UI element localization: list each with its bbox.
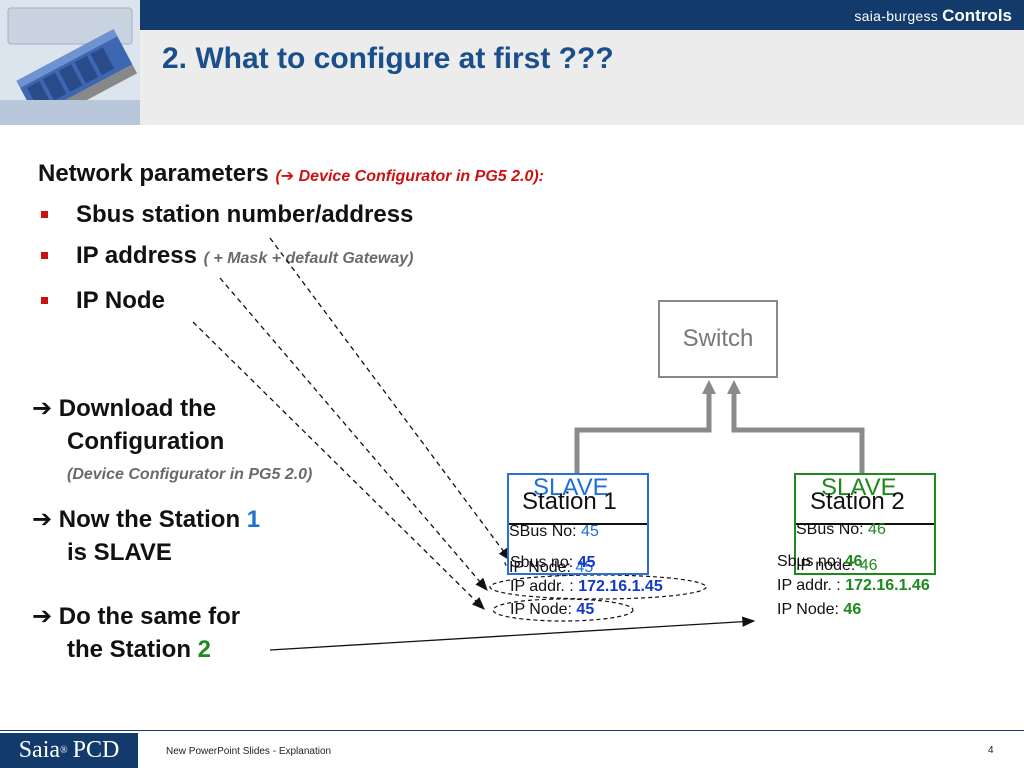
- pointer-ip-node: [192, 321, 485, 610]
- brand-big: Controls: [942, 6, 1012, 25]
- station2-name: Station 2: [810, 488, 905, 515]
- logo-right: PCD: [72, 737, 120, 763]
- logo-reg: ®: [60, 745, 68, 756]
- brand-small: saia-burgess: [854, 8, 939, 24]
- controller-hardware-image: [0, 0, 140, 125]
- switch-box: Switch: [658, 300, 778, 378]
- network-note: (➔ Device Configurator in PG5 2.0):: [275, 168, 544, 185]
- title-band: [140, 30, 1024, 125]
- station2-detail-ipnode: IP Node: 46: [777, 601, 861, 619]
- bullet-ip-node: IP Node: [76, 287, 165, 315]
- bullet-text: Sbus station number/address: [76, 201, 414, 228]
- page-number: 4: [988, 745, 994, 756]
- station2-ipnode: IP node: 46: [796, 557, 878, 575]
- ipnode-value: 46: [859, 557, 878, 574]
- footer-text: New PowerPoint Slides - Explanation: [166, 746, 332, 757]
- detail-label: IP addr. :: [510, 578, 574, 595]
- bullet-marker: [41, 211, 48, 218]
- station2-detail-sbus: Sbus no: 46: [777, 553, 862, 571]
- sbus-label: SBus No:: [796, 521, 864, 538]
- detail-label: Sbus no:: [510, 554, 574, 571]
- bullet-sbus: Sbus station number/address: [76, 201, 413, 229]
- step-same-line2: the Station 2: [67, 636, 211, 664]
- step-download-line2: Configuration: [67, 428, 225, 455]
- station1-box: [507, 473, 649, 575]
- station1-ipnode: IP Node: 45: [509, 559, 593, 577]
- station1-detail-ipnode: IP Node: 45: [510, 601, 594, 619]
- saia-pcd-logo: Saia® PCD: [0, 733, 138, 768]
- sbus-value: 46: [868, 521, 886, 538]
- station-divider: [796, 523, 934, 525]
- detail-value: 45: [576, 601, 595, 618]
- step-slave-prefix: ➔ Now the Station: [32, 506, 241, 533]
- sbus-value: 45: [581, 523, 599, 540]
- footer-divider: [0, 730, 1024, 731]
- ipnode-label: IP Node:: [509, 559, 571, 576]
- switch-label: Switch: [682, 325, 754, 352]
- network-parameters-heading: Network parameters (➔ Device Configurato…: [38, 160, 544, 188]
- detail-value: 45: [577, 554, 596, 571]
- detail-label: IP Node:: [510, 601, 572, 618]
- bullet-marker: [41, 297, 48, 304]
- detail-label: Sbus no:: [777, 553, 841, 570]
- station1-detail-ipaddr: IP addr. : 172.16.1.45: [510, 578, 663, 596]
- logo-left: Saia: [18, 737, 61, 763]
- sbus-label: SBus No:: [509, 523, 577, 540]
- station1-detail-sbus: Sbus no: 45: [510, 554, 595, 572]
- detail-value: 172.16.1.46: [845, 577, 930, 594]
- station2-sbus: SBus No: 46: [796, 521, 886, 539]
- highlight-ip-node: [492, 598, 634, 622]
- network-label: Network parameters: [38, 160, 269, 187]
- step-download-note: (Device Configurator in PG5 2.0): [67, 466, 313, 483]
- highlight-ip-address: [489, 574, 707, 600]
- link-switch-station2: [731, 385, 865, 485]
- header-bar: [0, 0, 1024, 30]
- detail-label: IP Node:: [777, 601, 839, 618]
- detail-value: 46: [844, 553, 863, 570]
- station2-slave-label: SLAVE: [821, 474, 897, 501]
- station2-box: [794, 473, 936, 575]
- detail-label: IP addr. :: [777, 577, 841, 594]
- ipnode-value: 45: [575, 559, 594, 576]
- step-slave-line1: ➔ Now the Station 1: [32, 505, 260, 534]
- bullet-note: ( + Mask + default Gateway): [203, 250, 414, 267]
- bullet-marker: [41, 252, 48, 259]
- station-divider: [509, 523, 647, 525]
- pointer-sbus: [269, 237, 511, 562]
- bullet-text: IP address: [76, 242, 197, 269]
- pointer-ip-address: [219, 277, 488, 591]
- ipnode-label: IP node:: [796, 557, 856, 574]
- step-same-line1: ➔ Do the same for: [32, 603, 241, 630]
- page-title: 2. What to configure at first ???: [162, 42, 614, 75]
- detail-value: 46: [843, 601, 862, 618]
- bullet-ip-address: IP address ( + Mask + default Gateway): [76, 242, 414, 270]
- step-same-number: 2: [197, 636, 212, 663]
- bullet-text: IP Node: [76, 287, 165, 314]
- link-switch-station1: [574, 385, 712, 485]
- step-same-prefix: the Station: [67, 636, 191, 663]
- detail-value: 172.16.1.45: [578, 578, 663, 595]
- pointer-station2: [269, 616, 756, 651]
- step-slave-number: 1: [246, 506, 261, 533]
- station1-slave-label: SLAVE: [533, 474, 609, 501]
- station1-sbus: SBus No: 45: [509, 523, 599, 541]
- station2-detail-ipaddr: IP addr. : 172.16.1.46: [777, 577, 930, 595]
- station1-name: Station 1: [522, 488, 617, 515]
- step-slave-line2: is SLAVE: [67, 539, 172, 566]
- step-download-line1: ➔ Download the: [32, 395, 217, 422]
